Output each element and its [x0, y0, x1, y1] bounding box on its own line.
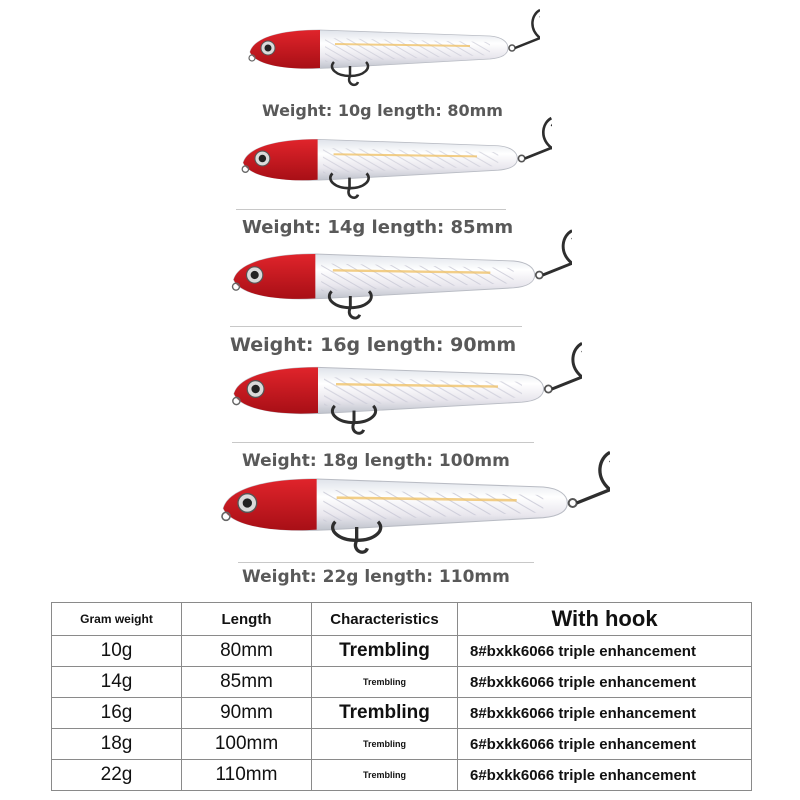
- lure-image-10g: [240, 8, 540, 88]
- header-length: Length: [181, 602, 312, 636]
- separator: [238, 562, 534, 563]
- table-row: 22g 110mm Trembling 6#bxkk6066 triple en…: [51, 759, 752, 791]
- lure-image-22g: [210, 448, 610, 558]
- table-row: 16g 90mm Trembling 8#bxkk6066 triple enh…: [51, 697, 752, 729]
- cell-characteristic: Trembling: [311, 759, 458, 791]
- cell-gram: 22g: [51, 759, 182, 791]
- cell-hook: 6#bxkk6066 triple enhancement: [457, 759, 752, 791]
- cell-length: 100mm: [181, 728, 312, 760]
- spec-table: Gram weight Length Characteristics With …: [51, 602, 752, 791]
- separator: [236, 209, 506, 210]
- lure-caption-22g: Weight: 22g length: 110mm: [242, 567, 510, 587]
- cell-characteristic: Trembling: [311, 728, 458, 760]
- cell-gram: 14g: [51, 666, 182, 698]
- header-gram-weight: Gram weight: [51, 602, 182, 636]
- lure-image-14g: [232, 116, 552, 201]
- cell-characteristic: Trembling: [311, 666, 458, 698]
- lure-image-18g: [222, 340, 582, 438]
- cell-gram: 18g: [51, 728, 182, 760]
- cell-hook: 8#bxkk6066 triple enhancement: [457, 635, 752, 667]
- cell-gram: 16g: [51, 697, 182, 729]
- table-header-row: Gram weight Length Characteristics With …: [51, 602, 752, 636]
- separator: [230, 326, 522, 327]
- cell-length: 110mm: [181, 759, 312, 791]
- cell-characteristic: Trembling: [311, 697, 458, 729]
- table-row: 18g 100mm Trembling 6#bxkk6066 triple en…: [51, 728, 752, 760]
- header-characteristics: Characteristics: [311, 602, 458, 636]
- cell-gram: 10g: [51, 635, 182, 667]
- lure-caption-16g: Weight: 16g length: 90mm: [230, 334, 517, 356]
- lure-caption-18g: Weight: 18g length: 100mm: [242, 451, 510, 471]
- separator: [232, 442, 534, 443]
- cell-characteristic: Trembling: [311, 635, 458, 667]
- table-row: 14g 85mm Trembling 8#bxkk6066 triple enh…: [51, 666, 752, 698]
- table-row: 10g 80mm Trembling 8#bxkk6066 triple enh…: [51, 635, 752, 667]
- cell-length: 90mm: [181, 697, 312, 729]
- lure-image-16g: [222, 228, 572, 322]
- cell-length: 85mm: [181, 666, 312, 698]
- cell-hook: 6#bxkk6066 triple enhancement: [457, 728, 752, 760]
- cell-hook: 8#bxkk6066 triple enhancement: [457, 697, 752, 729]
- lure-caption-10g: Weight: 10g length: 80mm: [262, 101, 503, 120]
- lure-caption-14g: Weight: 14g length: 85mm: [242, 217, 514, 238]
- cell-length: 80mm: [181, 635, 312, 667]
- cell-hook: 8#bxkk6066 triple enhancement: [457, 666, 752, 698]
- header-with-hook: With hook: [457, 602, 752, 636]
